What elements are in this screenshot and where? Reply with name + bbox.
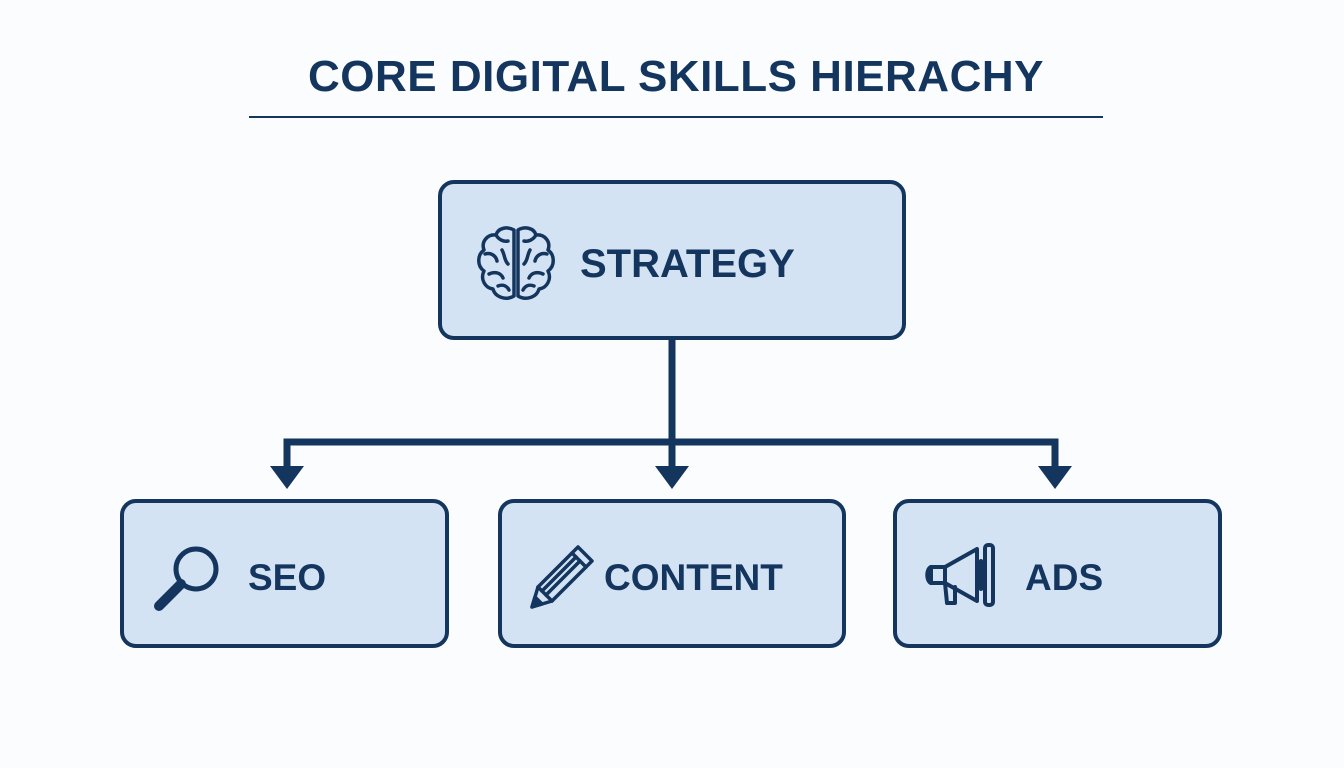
seo-node: SEO [120, 499, 449, 648]
arrowhead-seo [270, 466, 304, 489]
content-label: CONTENT [604, 557, 783, 598]
diagram-title: CORE DIGITAL SKILLS HIERACHY [308, 52, 1044, 101]
arrowhead-content [655, 466, 689, 489]
strategy-label: STRATEGY [580, 242, 795, 286]
magnifying-glass-icon [150, 541, 224, 620]
arrowhead-ads [1038, 466, 1072, 489]
megaphone-icon [923, 541, 1003, 618]
ads-node: ADS [893, 499, 1222, 648]
ads-label: ADS [1025, 557, 1104, 598]
brain-icon [474, 224, 558, 309]
seo-label: SEO [248, 557, 327, 598]
content-node: CONTENT [498, 499, 846, 648]
title-underline [249, 116, 1103, 118]
pencil-icon [526, 541, 596, 618]
strategy-node: STRATEGY [438, 180, 906, 340]
